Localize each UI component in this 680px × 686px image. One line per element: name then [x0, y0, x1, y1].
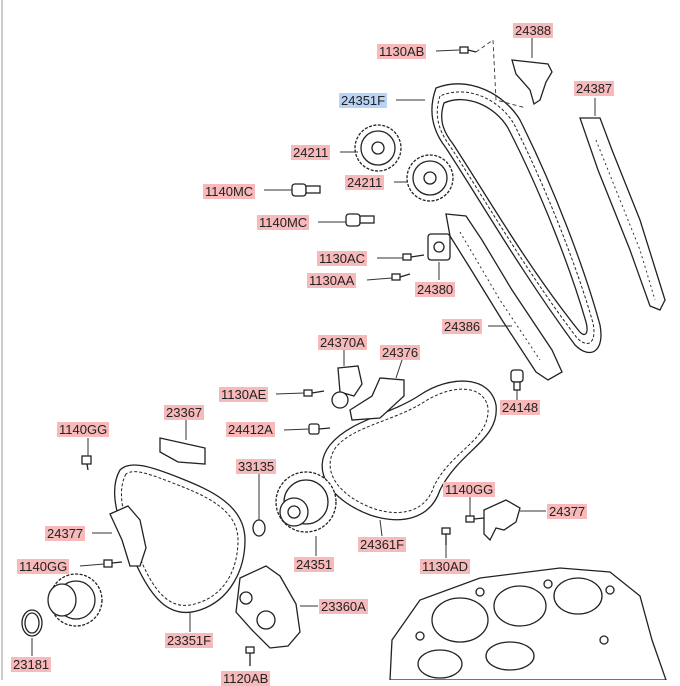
label-23367[interactable]: 23367: [164, 405, 205, 420]
bracket-24370A[interactable]: [331, 365, 363, 409]
tensioner-24380[interactable]: [427, 233, 451, 261]
bolt-1130AE[interactable]: [303, 389, 325, 397]
sprocket-24211-upper[interactable]: [354, 124, 402, 172]
tensioner-arm-24386[interactable]: [445, 213, 563, 381]
label-24377-left[interactable]: 24377: [45, 526, 86, 541]
guide-24377-right[interactable]: [483, 499, 521, 542]
guide-24376[interactable]: [349, 377, 405, 421]
label-24387[interactable]: 24387: [574, 81, 615, 96]
sprocket-24211-lower[interactable]: [406, 154, 454, 202]
upper-timing-chain[interactable]: [431, 83, 602, 354]
guide-24387[interactable]: [579, 117, 666, 311]
label-24351F[interactable]: 24351F: [339, 93, 388, 108]
crank-sprocket[interactable]: [47, 573, 103, 627]
label-24377-right[interactable]: 24377: [547, 504, 588, 519]
label-23360A[interactable]: 23360A: [319, 599, 368, 614]
label-24412A[interactable]: 24412A: [226, 422, 275, 437]
oring-23181[interactable]: [21, 609, 43, 637]
bolt-1140GG-lower-left[interactable]: [103, 559, 123, 568]
label-24376[interactable]: 24376: [380, 345, 421, 360]
guide-23367[interactable]: [159, 437, 206, 465]
label-1130AC[interactable]: 1130AC: [317, 251, 368, 266]
label-1130AE[interactable]: 1130AE: [219, 387, 269, 402]
label-1140MC-lower[interactable]: 1140MC: [257, 215, 310, 230]
bolt-1140MC-upper[interactable]: [291, 183, 321, 197]
label-24380[interactable]: 24380: [415, 282, 456, 297]
leader-lines: [31, 38, 596, 656]
guide-24377-left[interactable]: [109, 505, 147, 567]
label-24211-upper[interactable]: 24211: [291, 145, 331, 160]
label-1130AB[interactable]: 1130AB: [377, 44, 427, 59]
label-1120AB[interactable]: 1120AB: [221, 671, 271, 686]
bolt-1130AA[interactable]: [391, 273, 411, 281]
label-1130AD[interactable]: 1130AD: [420, 559, 471, 574]
bolt-1130AC[interactable]: [402, 253, 425, 261]
bolt-1130AB[interactable]: [459, 46, 477, 54]
guide-24388[interactable]: [511, 59, 553, 106]
label-23181[interactable]: 23181: [11, 657, 52, 672]
bolt-24148[interactable]: [510, 369, 524, 391]
pump-23360A[interactable]: [235, 565, 301, 649]
label-1140GG-lower-left[interactable]: 1140GG: [17, 559, 70, 574]
label-1140MC-upper[interactable]: 1140MC: [203, 184, 256, 199]
sprocket-24351[interactable]: [275, 471, 337, 533]
label-23351F[interactable]: 23351F: [165, 633, 214, 648]
label-33135[interactable]: 33135: [236, 459, 277, 474]
engine-block: [389, 567, 667, 680]
bolt-1140GG-top-left[interactable]: [81, 455, 92, 471]
label-24211-lower[interactable]: 24211: [345, 175, 385, 190]
balance-chain-24361F[interactable]: [321, 380, 497, 521]
washer-33135[interactable]: [252, 519, 266, 537]
label-1140GG-right[interactable]: 1140GG: [443, 482, 496, 497]
label-24351[interactable]: 24351: [294, 557, 335, 572]
label-24148[interactable]: 24148: [500, 400, 541, 415]
bolt-1140MC-lower[interactable]: [345, 213, 375, 227]
label-1140GG-top-left[interactable]: 1140GG: [57, 422, 110, 437]
bolt-1140GG-right[interactable]: [465, 515, 485, 523]
bolt-1120AB[interactable]: [245, 646, 255, 666]
label-24386[interactable]: 24386: [442, 319, 483, 334]
label-24370A[interactable]: 24370A: [318, 335, 367, 350]
label-24388[interactable]: 24388: [513, 23, 554, 38]
bolt-1130AD[interactable]: [441, 527, 451, 545]
bolt-24412A[interactable]: [308, 423, 331, 435]
label-1130AA[interactable]: 1130AA: [307, 273, 357, 288]
label-24361F[interactable]: 24361F: [358, 537, 407, 552]
